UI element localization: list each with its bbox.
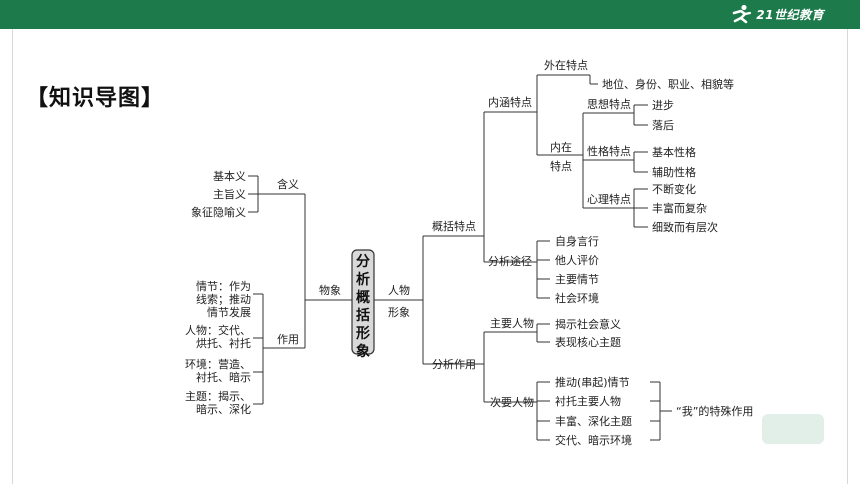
object-label: 物象 [319,283,341,297]
right-border-line [847,29,848,484]
narrator-special-role: “我”的特殊作用 [676,404,753,418]
center-node-box [351,249,375,355]
summarize-label: 概括特点 [432,219,476,233]
psychology-item-layered: 细致而有层次 [652,220,718,234]
function-label: 作用 [277,333,299,346]
thought-item-progressive: 进步 [652,99,674,112]
center-node-char: 括 [356,307,370,324]
internal-label-1: 内在 [550,140,572,154]
internal-label-2: 特点 [550,159,572,173]
center-node-char: 形 [356,325,370,342]
character-item-basic: 基本性格 [652,145,696,159]
function-item-theme-1: 主题：揭示、 [185,389,251,403]
function-item-plot-2: 线索；推动 [196,292,251,306]
secondary-item-theme: 丰富、深化主题 [555,414,632,428]
function-item-plot-3: 情节发展 [207,305,251,319]
external-detail: 地位、身份、职业、相貌等 [602,77,734,91]
top-bar: 21世纪教育 [0,0,860,29]
analysis-path-label: 分析途径 [488,254,532,268]
meaning-item-theme: 主旨义 [213,188,246,201]
external-label: 外在特点 [544,58,588,72]
analysis-path-item-words: 自身言行 [555,234,599,248]
watermark-logo [762,414,824,444]
psychology-item-complex: 丰富而复杂 [652,201,707,215]
main-person-label: 主要人物 [490,316,534,330]
thought-item-backward: 落后 [652,119,674,132]
function-item-environment-1: 环境：营造、 [185,357,251,371]
person-label-1: 人物 [388,283,410,297]
function-item-environment-2: 衬托、暗示 [196,370,251,384]
meaning-item-symbolic: 象征隐喻义 [191,205,246,219]
analysis-path-item-society: 社会环境 [555,291,599,305]
connector-lines [248,74,672,441]
center-node-char: 析 [356,271,370,288]
person-label-2: 形象 [388,306,410,319]
runner-icon [732,4,752,24]
center-node-char: 概 [356,289,370,306]
secondary-item-plot: 推动(串起)情节 [555,375,630,389]
secondary-item-environment: 交代、暗示环境 [555,433,632,447]
thought-label: 思想特点 [587,97,631,111]
center-node-char: 象 [356,343,370,360]
function-item-character-1: 人物：交代、 [185,323,251,337]
psychology-label: 心理特点 [587,192,631,206]
main-person-item-theme: 表现核心主题 [555,335,621,349]
meaning-label: 含义 [277,177,299,191]
brand-logo: 21世纪教育 [730,3,824,25]
meaning-item-basic: 基本义 [213,169,246,183]
analysis-path-item-plot: 主要情节 [555,273,599,286]
secondary-person-label: 次要人物 [490,395,534,409]
analyze-function-label: 分析作用 [432,357,476,371]
character-item-auxiliary: 辅助性格 [652,165,696,179]
logo-text: 21世纪教育 [756,7,824,22]
function-item-plot-1: 情节：作为 [196,280,251,293]
function-item-character-2: 烘托、衬托 [196,336,251,350]
left-border-line [12,29,13,484]
center-node-char: 分 [356,254,370,270]
connotation-label: 内涵特点 [488,95,532,109]
function-item-theme-2: 暗示、深化 [196,402,251,416]
page-title: 【知识导图】 [26,86,165,111]
analysis-path-item-evaluation: 他人评价 [555,254,599,267]
character-label: 性格特点 [587,144,631,158]
main-person-item-social: 揭示社会意义 [555,317,621,331]
secondary-item-foil: 衬托主要人物 [555,394,621,408]
psychology-item-changing: 不断变化 [652,182,696,196]
